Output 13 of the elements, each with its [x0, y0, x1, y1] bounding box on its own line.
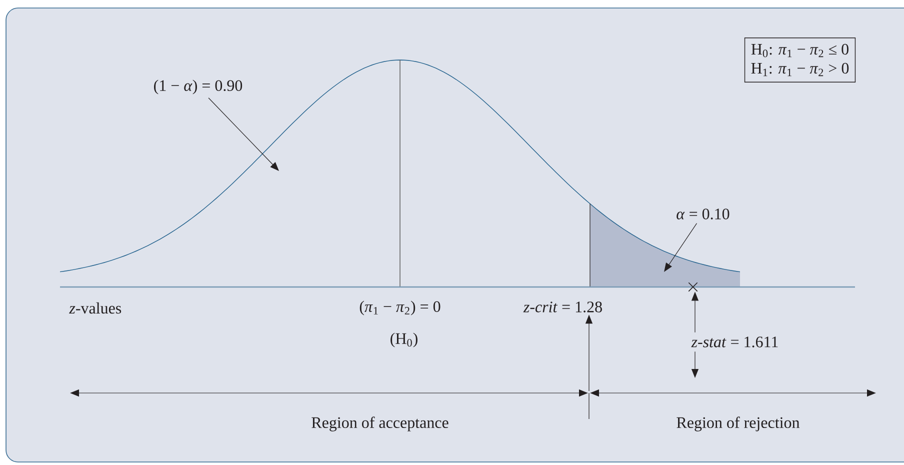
axis-label: z-values	[69, 302, 122, 314]
axis-label: Region of rejection	[676, 416, 800, 432]
hypothesis-box: H$_{0}$: π$_{1}$ − π$_{2}$ ≤ 0 H$_{1}$: π$_{1}$ − π$_{2}$ > 0	[744, 38, 856, 82]
axis-label: (H$_{0}$)	[390, 332, 418, 348]
cross-mark	[688, 282, 698, 292]
callout-text: (1 − α) = 0.90	[154, 80, 242, 94]
leader-line	[208, 98, 279, 171]
axis-label: Region of acceptance	[312, 416, 448, 432]
callout-text: α = 0.10	[676, 208, 730, 220]
axis-label: (π$_{1}$ − π$_{2}$) = 0	[360, 300, 440, 316]
callout-text: z-stat = 1.611	[691, 336, 778, 348]
callout-text: z-crit = 1.28	[523, 302, 602, 312]
leader-line	[664, 222, 698, 272]
